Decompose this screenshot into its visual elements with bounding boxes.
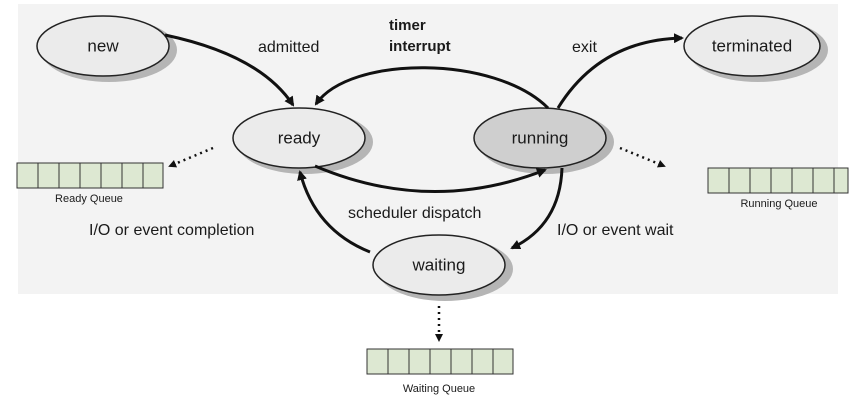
scheduler-dispatch-arrow (314, 164, 547, 193)
waiting-state-label: waiting (412, 256, 466, 275)
new-state (36, 15, 170, 77)
queue-cell (728, 167, 751, 194)
ready-state-label: ready (278, 129, 321, 148)
exit-label: exit (572, 39, 597, 56)
admitted-arrow (164, 33, 295, 107)
queue-cell (366, 348, 389, 375)
running-queue (707, 167, 849, 194)
queue-cell (770, 167, 793, 194)
ready-state (232, 107, 366, 169)
waiting-queue (366, 348, 514, 375)
running-queue-label: Running Queue (740, 198, 817, 210)
ready-queue-label: Ready Queue (55, 193, 123, 205)
waiting-queue-label: Waiting Queue (403, 383, 475, 395)
queue-cell (79, 162, 102, 189)
terminated-state (683, 15, 821, 77)
ready-queue-pointer (168, 146, 214, 168)
terminated-state-label: terminated (712, 37, 792, 56)
queue-cell (387, 348, 410, 375)
io-event-wait-label: I/O or event wait (557, 222, 674, 239)
ready-queue (16, 162, 164, 189)
queue-cell (450, 348, 473, 375)
queue-cell (791, 167, 814, 194)
io-event-wait-arrow (510, 167, 564, 250)
io-event-completion-arrow (297, 170, 371, 254)
interrupt-label: interrupt (389, 38, 451, 55)
queue-cell (16, 162, 39, 189)
new-state-label: new (87, 37, 119, 56)
queue-cell (37, 162, 60, 189)
queue-cell (429, 348, 452, 375)
queue-cell (812, 167, 835, 194)
queue-cell (408, 348, 431, 375)
running-state-label: running (512, 129, 569, 148)
queue-cell (100, 162, 123, 189)
queue-cell (833, 167, 849, 194)
admitted-label: admitted (258, 39, 319, 56)
running-state (473, 107, 607, 169)
queue-cell (707, 167, 730, 194)
waiting-state (372, 234, 506, 296)
queue-cell (142, 162, 164, 189)
queue-cell (749, 167, 772, 194)
running-queue-pointer (619, 146, 666, 168)
queue-cell (58, 162, 81, 189)
queue-cell (121, 162, 144, 189)
queue-cell (471, 348, 494, 375)
exit-arrow (556, 33, 684, 109)
io-event-completion-label: I/O or event completion (89, 222, 254, 239)
scheduler-dispatch-label: scheduler dispatch (348, 205, 481, 222)
queue-cell (492, 348, 514, 375)
timer-label: timer (389, 17, 426, 34)
timer-interrupt-arrow (314, 66, 550, 110)
